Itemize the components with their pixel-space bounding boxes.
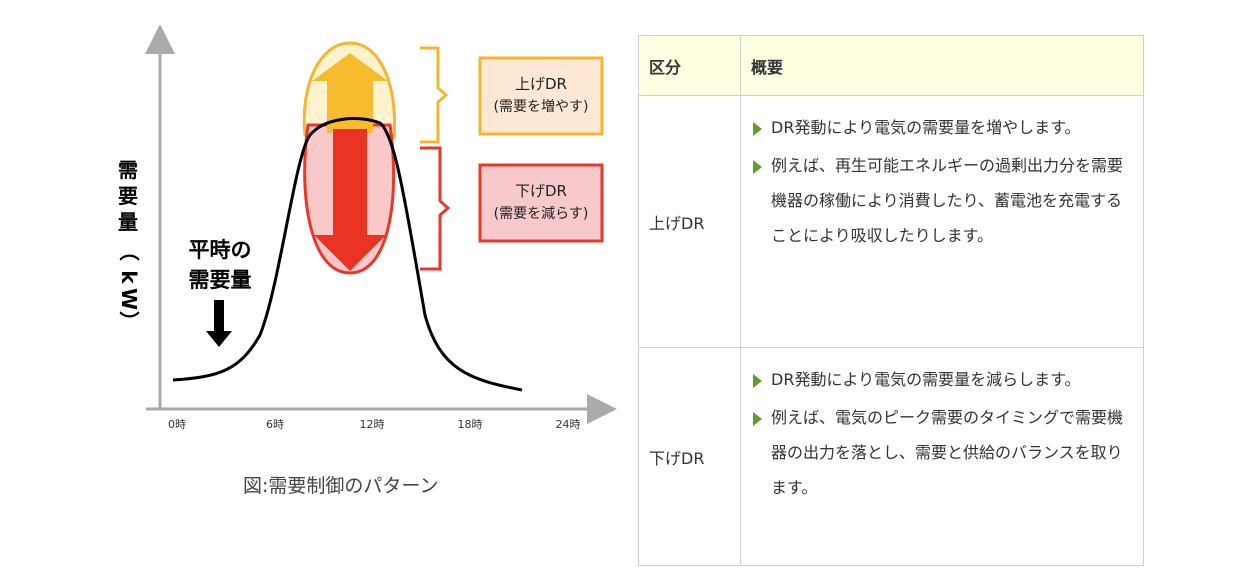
- normal-demand-label-2: 需要量: [189, 268, 252, 292]
- list-item: 例えば、電気のピーク需要のタイミングで需要機器の出力を落とし、需要と供給のバラン…: [751, 400, 1129, 505]
- x-tick-label: 0時: [168, 418, 186, 431]
- table-row: 下げDR DR発動により電気の需要量を減らします。 例えば、電気のピーク需要のタ…: [638, 347, 1144, 566]
- x-tick-label: 12時: [360, 418, 385, 431]
- description-list: DR発動により電気の需要量を減らします。 例えば、電気のピーク需要のタイミングで…: [751, 362, 1129, 505]
- down-arrow-icon: [314, 129, 386, 271]
- row-category: 下げDR: [638, 347, 741, 566]
- diagram-svg: 上げDR (需要を増やす) 下げDR (需要を減らす) 平時の 需要量 需 要 …: [117, 25, 617, 431]
- list-item-text: 例えば、再生可能エネルギーの過剰出力分を需要機器の稼働により消費したり、蓄電池を…: [771, 156, 1124, 245]
- list-item: 例えば、再生可能エネルギーの過剰出力分を需要機器の稼働により消費したり、蓄電池を…: [751, 148, 1129, 253]
- up-dr-box: [478, 56, 604, 136]
- normal-demand-label-1: 平時の: [189, 238, 252, 262]
- down-dr-box: [478, 163, 604, 243]
- table-header-row: 区分 概要: [638, 35, 1144, 96]
- x-tick-label: 24時: [556, 418, 581, 431]
- up-dr-brace: [420, 46, 449, 144]
- up-arrow-icon: [312, 53, 388, 133]
- y-axis-label-char: k: [117, 270, 141, 284]
- x-tick-label: 18時: [458, 418, 483, 431]
- y-axis-label-char: W: [117, 288, 141, 310]
- demand-control-diagram: 上げDR (需要を増やす) 下げDR (需要を減らす) 平時の 需要量 需 要 …: [100, 25, 620, 505]
- x-tick-labels: 0時 6時 12時 18時 24時: [168, 418, 581, 431]
- list-item: DR発動により電気の需要量を増やします。: [751, 110, 1129, 145]
- list-item-text: DR発動により電気の需要量を増やします。: [771, 118, 1081, 137]
- up-dr-box-title: 上げDR: [515, 75, 567, 93]
- y-axis-label-char: 要: [118, 184, 138, 208]
- triangle-bullet-icon: [753, 374, 762, 388]
- triangle-bullet-icon: [753, 122, 762, 136]
- list-item-text: DR発動により電気の需要量を減らします。: [771, 370, 1081, 389]
- description-list: DR発動により電気の需要量を増やします。 例えば、再生可能エネルギーの過剰出力分…: [751, 110, 1129, 253]
- up-dr-box-subtitle: (需要を増やす): [494, 99, 589, 115]
- list-item-text: 例えば、電気のピーク需要のタイミングで需要機器の出力を落とし、需要と供給のバラン…: [771, 408, 1124, 497]
- header-category: 区分: [638, 35, 741, 96]
- figure-caption: 図:需要制御のパターン: [243, 475, 439, 497]
- row-category: 上げDR: [638, 95, 741, 348]
- normal-demand-arrow-icon: [206, 300, 232, 347]
- down-dr-brace: [420, 146, 451, 271]
- y-axis-label-char: 量: [118, 210, 138, 234]
- y-axis-label-char: （: [117, 241, 141, 261]
- down-dr-box-title: 下げDR: [515, 182, 567, 200]
- y-axis-label-char: 需: [118, 158, 138, 182]
- list-item: DR発動により電気の需要量を減らします。: [751, 362, 1129, 397]
- x-tick-label: 6時: [266, 418, 284, 431]
- triangle-bullet-icon: [753, 160, 762, 174]
- demand-curve: [172, 117, 523, 392]
- dr-summary-table: 区分 概要 上げDR DR発動により電気の需要量を増やします。 例えば、再生可能…: [638, 35, 1144, 566]
- row-description: DR発動により電気の需要量を減らします。 例えば、電気のピーク需要のタイミングで…: [740, 347, 1144, 566]
- table-row: 上げDR DR発動により電気の需要量を増やします。 例えば、再生可能エネルギーの…: [638, 95, 1144, 348]
- triangle-bullet-icon: [753, 412, 762, 426]
- row-description: DR発動により電気の需要量を増やします。 例えば、再生可能エネルギーの過剰出力分…: [740, 95, 1144, 348]
- y-axis-label: 需 要 量 （ k W ）: [117, 158, 141, 331]
- down-dr-box-subtitle: (需要を減らす): [494, 205, 589, 222]
- y-axis-label-char: ）: [117, 311, 141, 331]
- header-summary: 概要: [740, 35, 1144, 96]
